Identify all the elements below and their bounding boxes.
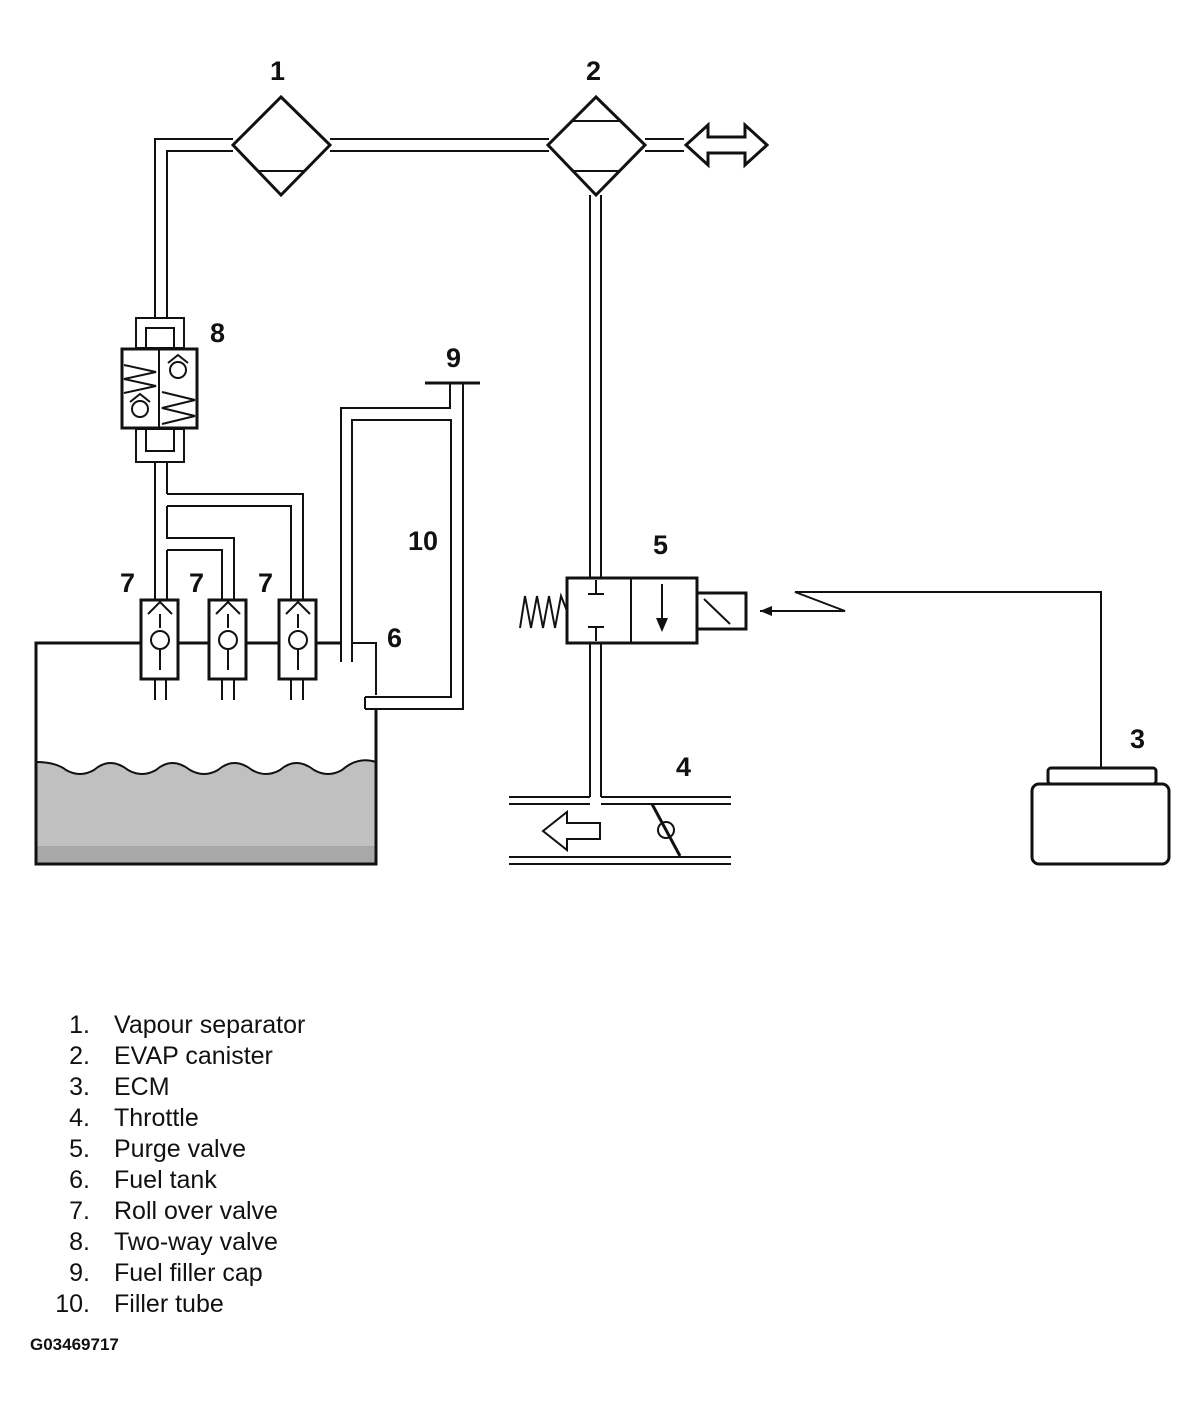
legend-item: 5. Purge valve	[40, 1134, 305, 1165]
legend-item: 1. Vapour separator	[40, 1010, 305, 1041]
callout-7b: 7	[189, 568, 204, 598]
legend-number: 5.	[69, 1135, 90, 1163]
purge-valve	[519, 576, 748, 645]
callout-8: 8	[210, 318, 225, 348]
roll-over-valve-1	[139, 598, 180, 700]
roll-over-valve-3	[277, 598, 318, 700]
roll-over-valves	[139, 598, 318, 700]
ecm-box	[1030, 766, 1171, 866]
airflow-arrow-icon	[541, 809, 601, 853]
legend-label: Two-way valve	[114, 1228, 278, 1256]
legend-label: EVAP canister	[114, 1042, 273, 1070]
legend-item: 6. Fuel tank	[40, 1165, 305, 1196]
legend-number: 3.	[69, 1073, 90, 1101]
legend-item: 4. Throttle	[40, 1103, 305, 1134]
legend-item: 3. ECM	[40, 1072, 305, 1103]
legend-label: Vapour separator	[114, 1011, 306, 1039]
fuel-tank	[34, 641, 378, 866]
callout-1: 1	[270, 56, 285, 86]
legend-number: 9.	[69, 1259, 90, 1287]
callout-2: 2	[586, 56, 601, 86]
vapour-separator	[230, 94, 333, 198]
legend-item: 10. Filler tube	[40, 1289, 305, 1320]
callout-6: 6	[387, 623, 402, 653]
callout-3: 3	[1130, 724, 1145, 754]
legend-label: Throttle	[114, 1104, 199, 1132]
legend-number: 4.	[69, 1104, 90, 1132]
callout-5: 5	[653, 530, 668, 560]
figure-code: G03469717	[30, 1335, 119, 1354]
legend-number: 10.	[55, 1290, 90, 1318]
legend-number: 2.	[69, 1042, 90, 1070]
two-way-valve	[120, 317, 199, 463]
legend-label: Fuel filler cap	[114, 1259, 263, 1287]
callout-7c: 7	[258, 568, 273, 598]
vapour-pipes	[154, 138, 684, 797]
evap-canister	[545, 94, 648, 198]
legend-number: 1.	[69, 1011, 90, 1039]
legend-label: Purge valve	[114, 1135, 247, 1163]
legend-label: Roll over valve	[114, 1197, 278, 1225]
throttle-body	[509, 796, 731, 865]
callout-7a: 7	[120, 568, 135, 598]
atmosphere-arrow-icon	[683, 121, 770, 169]
callout-4: 4	[676, 752, 691, 782]
legend-item: 8. Two-way valve	[40, 1227, 305, 1258]
legend-list: 1. Vapour separator 2. EVAP canister 3. ECM…	[40, 1010, 305, 1320]
legend-label: Fuel tank	[114, 1166, 217, 1194]
throttle-plate-icon	[650, 803, 682, 857]
legend-label: ECM	[114, 1073, 170, 1101]
legend-item: 2. EVAP canister	[40, 1041, 305, 1072]
legend-number: 8.	[69, 1228, 90, 1256]
legend-item: 9. Fuel filler cap	[40, 1258, 305, 1289]
legend-number: 6.	[69, 1166, 90, 1194]
ecm-signal-line	[760, 591, 1102, 768]
callout-10: 10	[408, 526, 438, 556]
evap-system-diagram: 1 2 3 4 5 6 7 7 7 8 9 10	[34, 56, 1171, 866]
callout-9: 9	[446, 343, 461, 373]
roll-over-valve-2	[207, 598, 248, 700]
filler-tube	[340, 383, 464, 710]
legend-label: Filler tube	[114, 1290, 224, 1318]
legend-item: 7. Roll over valve	[40, 1196, 305, 1227]
legend-number: 7.	[69, 1197, 90, 1225]
